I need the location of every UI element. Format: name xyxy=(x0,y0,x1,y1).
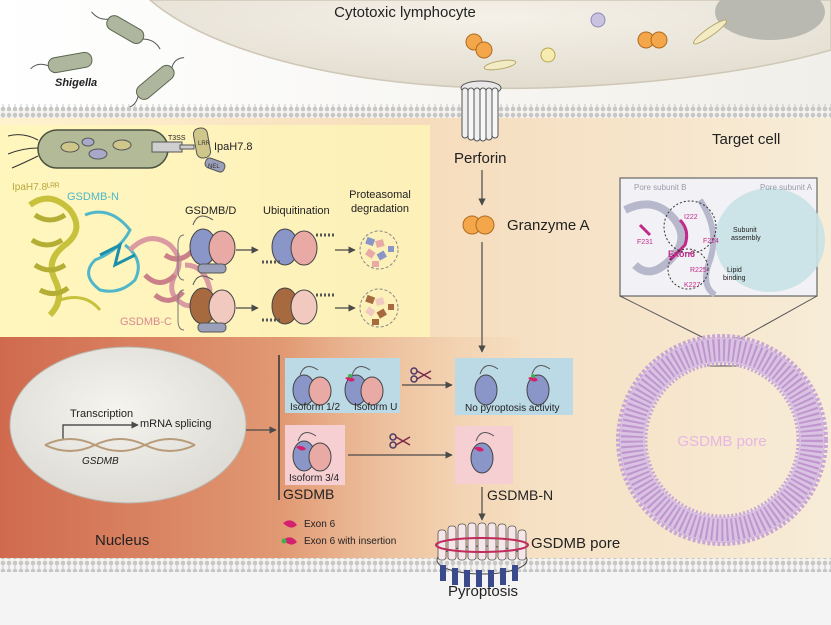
perforin-label: Perforin xyxy=(454,150,507,167)
scissors-icon xyxy=(389,433,411,449)
target-cell-membrane-top xyxy=(0,104,831,118)
gsdmb-pore-ring xyxy=(616,334,828,546)
mrna-splicing-label: mRNA splicing xyxy=(140,418,212,430)
pore-structure-inset xyxy=(619,177,825,298)
cytotoxic-lymphocyte xyxy=(148,0,831,90)
gsdmb-n-fragment-insertion xyxy=(526,364,551,406)
exon6-legend-icon xyxy=(283,520,297,528)
gsdmb-n-structure-label: GSDMB-N xyxy=(67,191,119,203)
lipid-binding-label-1: Lipid xyxy=(727,267,742,274)
granzyme-a-label: Granzyme A xyxy=(507,217,590,234)
perforin-pore xyxy=(460,80,502,142)
isoform-u-label: Isoform U xyxy=(354,402,397,413)
ubiquitination-label: Ubiquitination xyxy=(263,205,330,217)
transcription-label: Transcription xyxy=(70,408,133,420)
cytotoxic-lymphocyte-label: Cytotoxic lymphocyte xyxy=(334,4,476,21)
lrr-label: LRR xyxy=(198,141,211,147)
gsdmb-n-label: GSDMB-N xyxy=(487,487,553,503)
t3ss-label: T3SS xyxy=(168,135,186,142)
ipah78-protein xyxy=(192,127,226,173)
gsdmb-bracket-label: GSDMB xyxy=(283,486,334,502)
target-cell-membrane-bottom xyxy=(0,558,831,572)
ipah78-lrr-label: IpaH7.8ᴸᴿᴿ xyxy=(12,182,60,193)
degraded-gsdmb xyxy=(359,230,399,270)
crystal-structure xyxy=(28,195,213,318)
shigella-label: Shigella xyxy=(55,77,97,89)
degraded-gsdmd xyxy=(359,288,399,328)
degradation-label: degradation xyxy=(351,203,409,215)
granzyme-vesicle xyxy=(465,33,493,59)
f231-label: F231 xyxy=(637,239,653,246)
granule xyxy=(483,59,517,71)
no-pyroptosis-box xyxy=(455,358,573,415)
ipah78-label: IpaH7.8 xyxy=(214,141,253,153)
transcription-arrow xyxy=(62,421,139,440)
f224-label: F224 xyxy=(703,238,719,245)
target-cell-label: Target cell xyxy=(712,131,780,148)
exon6-insertion-legend-label: Exon 6 with insertion xyxy=(304,536,396,547)
granule xyxy=(692,19,728,45)
lipid-binding-label-2: binding xyxy=(723,275,746,282)
exon6-insertion-legend-icon xyxy=(281,537,297,545)
shigella-t3ss xyxy=(7,129,195,169)
isoform-12-protein xyxy=(292,365,332,406)
gsdmd-complex xyxy=(189,275,236,333)
nucleus-label: Nucleus xyxy=(95,532,149,549)
granule xyxy=(540,47,556,63)
isoform-34-label: Isoform 3/4 xyxy=(289,473,339,484)
gsdmb-complex xyxy=(189,215,236,274)
isoform-34-protein xyxy=(292,431,332,472)
gsdmb-pore-label: GSDMB pore xyxy=(531,535,620,552)
granule xyxy=(590,12,606,28)
zoom-line-right xyxy=(737,295,818,341)
pore-subunit-a-label: Pore subunit A xyxy=(760,183,813,192)
scissors-icon xyxy=(410,367,432,383)
pore-subunit-b-label: Pore subunit B xyxy=(634,183,686,192)
shigella-bacteria xyxy=(30,11,185,109)
dna-helix xyxy=(44,438,196,452)
exon6-legend-label: Exon 6 xyxy=(304,519,336,530)
gsdmb-n-active-fragment xyxy=(470,431,495,474)
bracket-pathway xyxy=(177,234,185,331)
gsdmb-n-fragment xyxy=(474,364,499,406)
zoom-line-left xyxy=(619,295,709,341)
proteasomal-label: Proteasomal xyxy=(349,189,411,201)
subunit-assembly-label-1: Subunit xyxy=(733,227,757,234)
no-pyroptosis-label: No pyroptosis activity xyxy=(465,403,559,414)
gsdmb-membrane-pore xyxy=(435,522,529,587)
r225-label: R225 xyxy=(690,267,707,274)
gsdmb-pore-ring-label: GSDMB pore xyxy=(677,433,766,450)
pyroptosis-label: Pyroptosis xyxy=(448,583,518,600)
exon6-inset-label: Exon6 xyxy=(668,249,695,259)
granzyme-a-icon xyxy=(462,215,495,235)
ubiquitinated-gsdmb xyxy=(262,228,334,266)
k227-label: K227 xyxy=(684,282,700,289)
lymphocyte-nucleus xyxy=(715,0,825,40)
isoform-u-protein xyxy=(344,365,384,406)
subunit-assembly-label-2: assembly xyxy=(731,235,761,242)
gsdmb-c-structure-label: GSDMB-C xyxy=(120,316,172,328)
nel-label: NEL xyxy=(208,164,220,170)
granzyme-vesicle xyxy=(637,31,668,49)
i222-label: I222 xyxy=(684,214,698,221)
gsdmb-gene-label: GSDMB xyxy=(82,456,119,467)
gsdmb-d-label: GSDMB/D xyxy=(185,205,236,217)
ubiquitinated-gsdmd xyxy=(262,287,334,325)
isoform-12-label: Isoform 1/2 xyxy=(290,402,340,413)
